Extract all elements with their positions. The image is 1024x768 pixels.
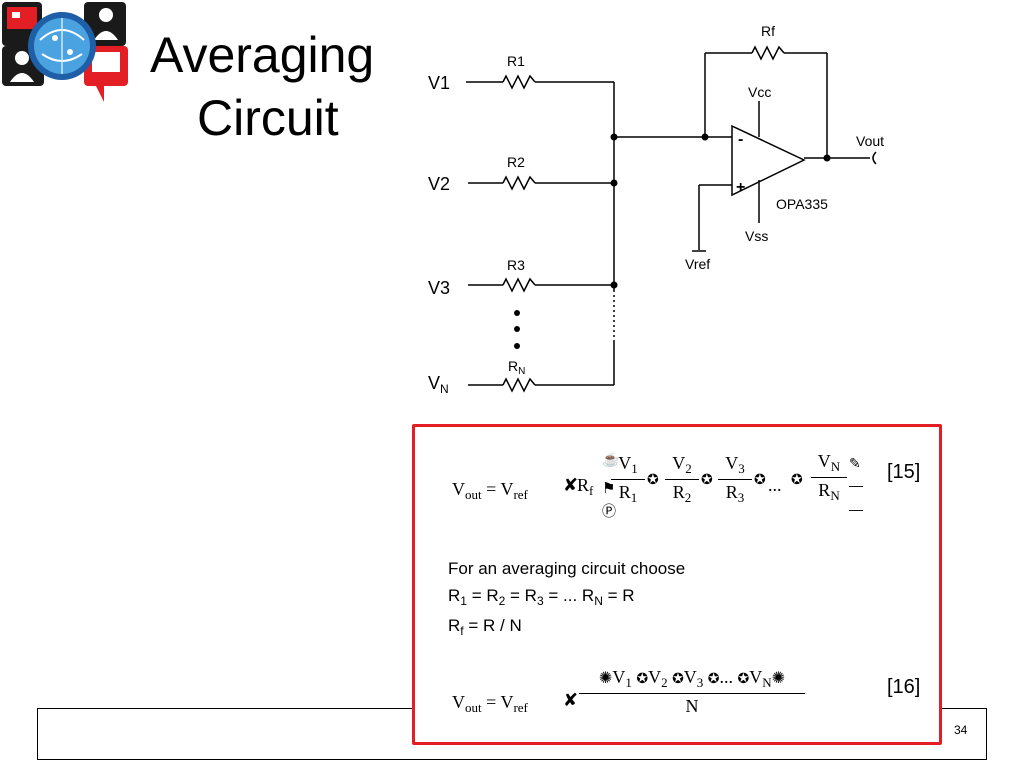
vcc-label: Vcc [748, 84, 771, 100]
dash-glyph-icon: — [849, 501, 863, 517]
plus-glyph-icon: ✪ [701, 471, 713, 487]
opamp-minus-sign: - [738, 131, 743, 148]
plus-glyph-icon: ✪ [647, 471, 659, 487]
decorative-glyph-icon: ⚑ [602, 480, 616, 497]
eq16-fraction: ✺V1 ✪V2 ✪V3 ✪... ✪VN✺ N [579, 667, 805, 717]
eq15-fraction-1: V1 R1 [611, 453, 645, 506]
logo-icon [2, 2, 128, 102]
input-v3-label: V3 [428, 278, 450, 298]
vout-label: Vout [856, 133, 884, 149]
input-vn-label: VN [428, 373, 449, 396]
resistor-r2-label: R2 [507, 154, 525, 170]
input-v2-label: V2 [428, 174, 450, 194]
eq15-lhs: Vout = Vref [452, 479, 528, 502]
vss-label: Vss [745, 228, 768, 244]
eq15-ellipsis: ... [768, 475, 782, 495]
opamp-plus-sign: + [736, 179, 745, 196]
eq15-fraction-n: VN RN [811, 451, 847, 504]
eq15-fraction-3: V3 R3 [718, 453, 752, 506]
page-number: 34 [954, 723, 968, 737]
eq15-fraction-2: V2 R2 [665, 453, 699, 506]
plus-glyph-icon: ✪ [754, 471, 766, 487]
eq15-number: [15] [887, 461, 921, 483]
eq15-rf: Rf [577, 475, 594, 498]
averaging-instruction-text: For an averaging circuit choose [448, 559, 686, 578]
opamp-part-label: OPA335 [776, 196, 828, 212]
slide-title-line2: Circuit [197, 90, 339, 146]
dash-glyph-icon: — [849, 477, 863, 493]
resistor-rn-label: RN [508, 358, 525, 377]
eq16-lhs: Vout = Vref [452, 692, 528, 715]
bracket-glyph-icon: ✘ [563, 690, 579, 710]
resistor-r3-label: R3 [507, 257, 525, 273]
formula-box: Vout = Vref ✘ Rf ☕ ⚑ Ⓟ V1 R1 ✪ V2 R2 ✪ V… [412, 424, 942, 745]
slide-title-line1: Averaging [150, 27, 375, 83]
vref-label: Vref [685, 256, 710, 272]
eq16-number: [16] [887, 676, 921, 698]
plus-glyph-icon: ✪ [791, 471, 803, 487]
bracket-glyph-icon: ✘ [563, 475, 579, 495]
rf-value-text: Rf = R / N [448, 616, 522, 638]
decorative-glyph-icon: ☕ [602, 451, 620, 467]
resistor-rf-label: Rf [761, 23, 775, 39]
averaging-circuit-diagram: V1 V2 V3 VN R1 R2 R3 RN Rf Vcc Vss Vref … [428, 23, 884, 396]
resistor-r1-label: R1 [507, 53, 525, 69]
decorative-glyph-icon: ✎ [849, 455, 861, 471]
circled-p-icon: Ⓟ [602, 503, 616, 519]
equal-resistors-text: R1 = R2 = R3 = ... RN = R [448, 586, 635, 608]
input-v1-label: V1 [428, 73, 450, 93]
